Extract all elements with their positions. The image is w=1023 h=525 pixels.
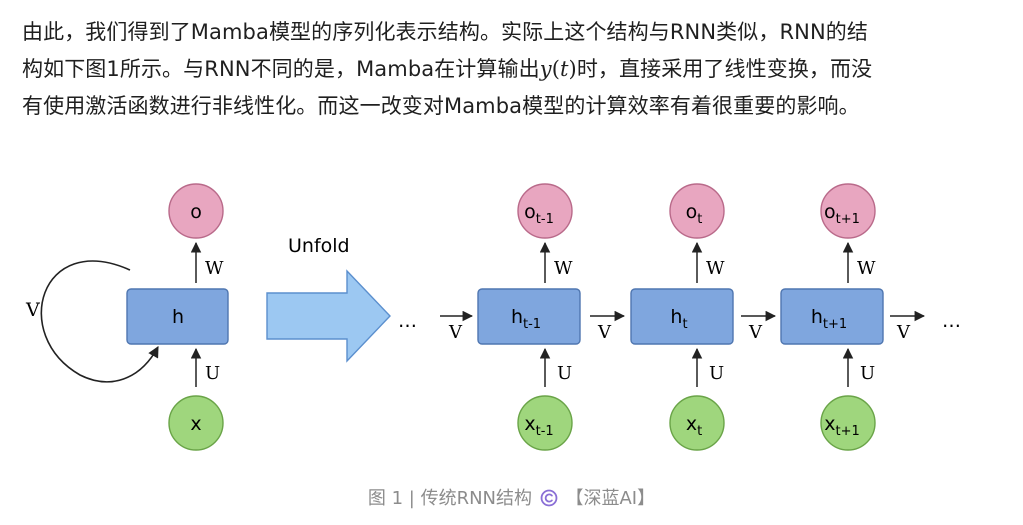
caption-text: 图 1 | 传统RNN结构 (367, 488, 533, 509)
folded-hidden-node (126, 288, 229, 345)
math-close-paren: ) (568, 57, 577, 81)
unfold-arrow-icon (266, 269, 391, 363)
unfolded-rnn: … V ot-1 W ht-1 U xt-1 V (398, 183, 961, 451)
v-label-0: V (448, 322, 463, 343)
math-expression-y-t: y(t) (540, 57, 577, 81)
caption-brand: 【深蓝AI】 (565, 488, 656, 509)
output-label-t-minus-1: ot-1 (524, 201, 554, 227)
w-label-t-minus-1: W (554, 258, 573, 279)
w-label-t-plus-1: W (857, 258, 876, 279)
u-label-t: U (709, 363, 724, 384)
math-open-paren: ( (551, 57, 560, 81)
folded-u-label: U (205, 363, 220, 384)
input-node-t (669, 395, 725, 451)
folded-v-label: V (25, 299, 40, 321)
v-label-2: V (748, 322, 763, 343)
output-node-t-minus-1 (517, 183, 573, 239)
input-label-t-plus-1: xt+1 (824, 413, 860, 439)
input-node-t-minus-1 (517, 395, 573, 451)
rnn-diagram: V o W h U x Unfold … V ot-1 W ht (25, 183, 961, 451)
paragraph-line-2-start: 构如下图1所示。与RNN不同的是，Mamba在计算输出 (22, 57, 540, 81)
folded-output-label: o (190, 201, 202, 223)
ellipsis-right: … (942, 310, 961, 332)
step-t-plus-1: ot+1 W ht+1 U xt+1 (780, 183, 884, 451)
output-node-t (669, 183, 725, 239)
hidden-node-t (630, 288, 734, 345)
paragraph-line-2: 构如下图1所示。与RNN不同的是，Mamba在计算输出y(t)时，直接采用了线性… (22, 51, 1012, 88)
figure-caption: 图 1 | 传统RNN结构 【深蓝AI】 (0, 484, 1023, 510)
input-label-t-minus-1: xt-1 (524, 413, 553, 439)
paragraph-line-3: 有使用激活函数进行非线性化。而这一改变对Mamba模型的计算效率有着很重要的影响… (22, 94, 860, 118)
unfold-transition: Unfold (266, 235, 391, 363)
step-t: ot W ht U xt (630, 183, 734, 451)
folded-w-label: W (205, 258, 224, 279)
folded-output-node (168, 183, 224, 239)
copyright-icon (540, 489, 558, 507)
folded-input-label: x (190, 413, 201, 435)
hidden-label-t-minus-1: ht-1 (511, 306, 541, 332)
output-label-t: ot (686, 201, 703, 227)
output-node-t-plus-1 (820, 183, 876, 239)
v-label-3: V (896, 322, 911, 343)
hidden-label-t-plus-1: ht+1 (811, 306, 847, 332)
recurrent-loop-arrow (40, 260, 159, 383)
paragraph-line-2-end: 时，直接采用了线性变换，而没 (576, 57, 873, 81)
w-label-t: W (706, 258, 725, 279)
output-label-t-plus-1: ot+1 (824, 201, 860, 227)
hidden-node-t-plus-1 (780, 288, 884, 345)
body-paragraph: 由此，我们得到了Mamba模型的序列化表示结构。实际上这个结构与RNN类似，RN… (22, 14, 1012, 125)
paragraph-line-1: 由此，我们得到了Mamba模型的序列化表示结构。实际上这个结构与RNN类似，RN… (22, 20, 868, 44)
u-label-t-plus-1: U (860, 363, 875, 384)
folded-input-node (168, 395, 224, 451)
input-node-t-plus-1 (820, 395, 876, 451)
hidden-label-t: ht (670, 306, 687, 332)
ellipsis-left: … (398, 310, 417, 332)
step-t-minus-1: ot-1 W ht-1 U xt-1 (477, 183, 581, 451)
math-arg: t (559, 57, 569, 81)
math-var: y (539, 57, 552, 81)
folded-rnn: V o W h U x (25, 183, 229, 451)
u-label-t-minus-1: U (557, 363, 572, 384)
folded-hidden-label: h (172, 306, 184, 328)
v-label-1: V (597, 322, 612, 343)
hidden-node-t-minus-1 (477, 288, 581, 345)
unfold-label: Unfold (288, 235, 350, 257)
input-label-t: xt (686, 413, 702, 439)
